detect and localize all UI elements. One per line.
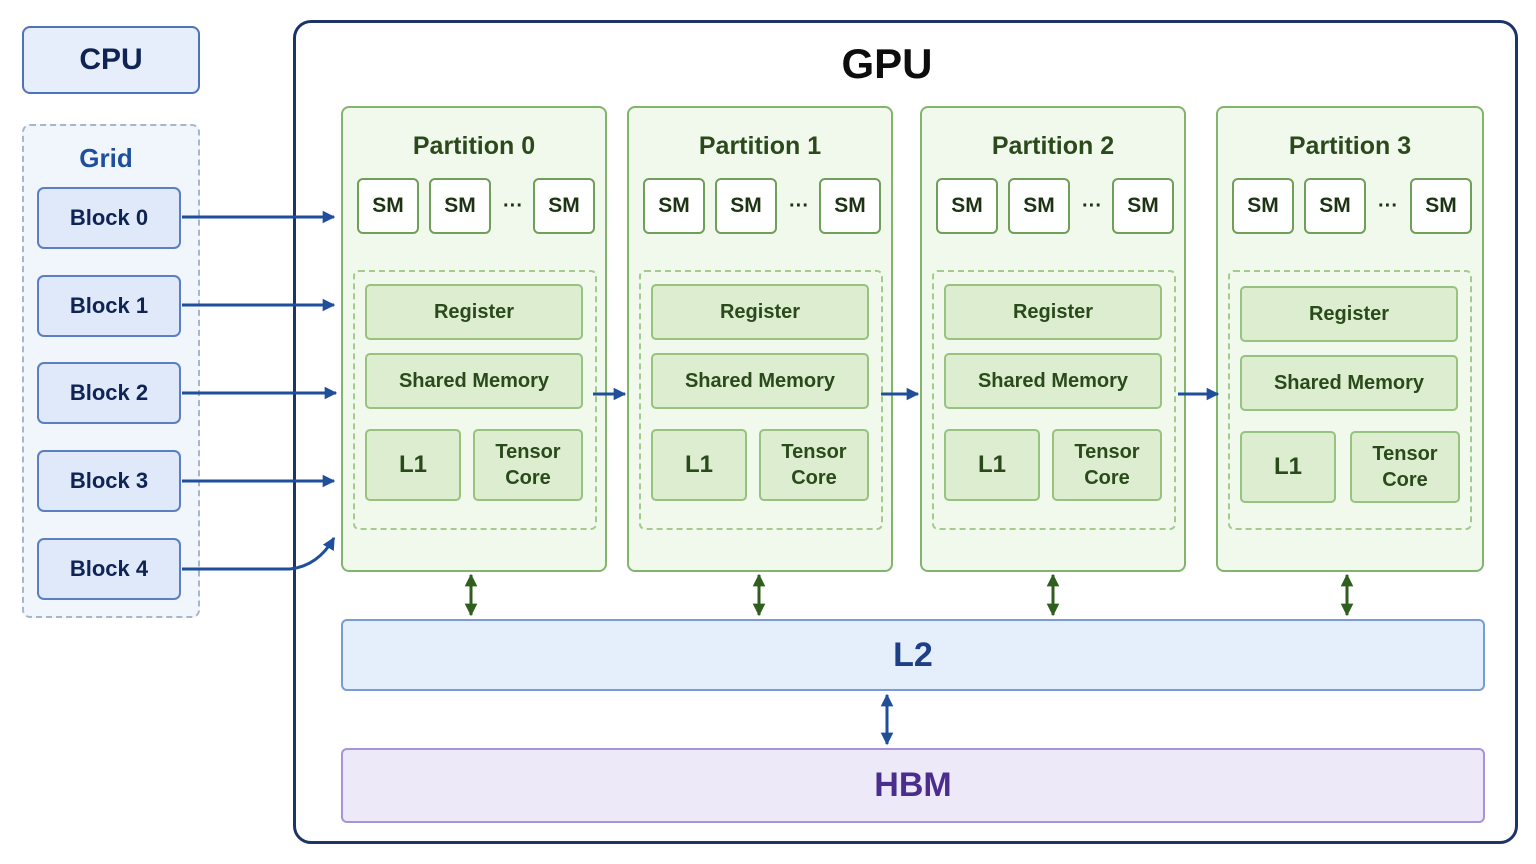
sm-unit: SM	[715, 178, 777, 234]
sm-ellipsis: ···	[1378, 194, 1398, 217]
shared-memory: Shared Memory	[944, 353, 1162, 409]
partition-title: Partition 2	[991, 131, 1115, 160]
sm-unit: SM	[643, 178, 705, 234]
sm-ellipsis: ···	[1082, 194, 1102, 217]
tensor-core-label-line2: Core	[1382, 469, 1428, 491]
hbm-label: HBM	[874, 766, 952, 804]
tensor-core-label-line1: Tensor	[495, 441, 561, 463]
memory-hierarchy-region	[1228, 270, 1472, 530]
l1-cache: L1	[365, 429, 461, 501]
sm-unit: SM	[1112, 178, 1174, 234]
partition-0: Partition 0 SM SM ··· SM Register Shared…	[341, 106, 607, 572]
sm-unit: SM	[1410, 178, 1472, 234]
sm-unit: SM	[429, 178, 491, 234]
tensor-core-label-line2: Core	[1084, 467, 1130, 489]
register-file: Register	[944, 284, 1162, 340]
block-3: Block 3	[37, 450, 181, 512]
tensor-core: Tensor Core	[1350, 431, 1460, 503]
partition-1: Partition 1 SM SM ··· SM Register Shared…	[627, 106, 893, 572]
register-file: Register	[365, 284, 583, 340]
memory-hierarchy-region	[639, 270, 883, 530]
l1-cache: L1	[1240, 431, 1336, 503]
tensor-core-label-line1: Tensor	[781, 441, 847, 463]
register-file: Register	[651, 284, 869, 340]
shared-memory: Shared Memory	[365, 353, 583, 409]
sm-unit: SM	[819, 178, 881, 234]
tensor-core: Tensor Core	[473, 429, 583, 501]
sm-unit: SM	[357, 178, 419, 234]
register-file: Register	[1240, 286, 1458, 342]
block-label: Block 4	[69, 556, 149, 581]
partition-title: Partition 3	[1288, 131, 1412, 160]
sm-unit: SM	[1008, 178, 1070, 234]
l2-cache: L2	[341, 619, 1485, 691]
l1-cache: L1	[944, 429, 1040, 501]
partition-2: Partition 2 SM SM ··· SM Register Shared…	[920, 106, 1186, 572]
sm-ellipsis: ···	[503, 194, 523, 217]
shared-memory: Shared Memory	[651, 353, 869, 409]
tensor-core: Tensor Core	[759, 429, 869, 501]
sm-unit: SM	[936, 178, 998, 234]
block-label: Block 2	[69, 380, 149, 405]
block-0: Block 0	[37, 187, 181, 249]
sm-ellipsis: ···	[789, 194, 809, 217]
gpu-title: GPU	[841, 40, 933, 87]
block-label: Block 3	[69, 468, 149, 493]
memory-hierarchy-region	[353, 270, 597, 530]
sm-unit: SM	[533, 178, 595, 234]
cpu-box: CPU	[22, 26, 200, 94]
partition-title: Partition 1	[698, 131, 822, 160]
shared-memory: Shared Memory	[1240, 355, 1458, 411]
block-2: Block 2	[37, 362, 181, 424]
tensor-core: Tensor Core	[1052, 429, 1162, 501]
tensor-core-label-line2: Core	[791, 467, 837, 489]
cpu-label: CPU	[79, 43, 143, 76]
sm-unit: SM	[1304, 178, 1366, 234]
block-label: Block 1	[69, 293, 149, 318]
memory-hierarchy-region	[932, 270, 1176, 530]
partition-3: Partition 3 SM SM ··· SM Register Shared…	[1216, 106, 1484, 572]
tensor-core-label-line2: Core	[505, 467, 551, 489]
tensor-core-label-line1: Tensor	[1372, 443, 1438, 465]
partition-title: Partition 0	[412, 131, 536, 160]
block-1: Block 1	[37, 275, 181, 337]
grid-label: Grid	[79, 142, 133, 173]
sm-unit: SM	[1232, 178, 1294, 234]
l1-cache: L1	[651, 429, 747, 501]
block-label: Block 0	[69, 205, 149, 230]
l2-label: L2	[893, 635, 933, 674]
tensor-core-label-line1: Tensor	[1074, 441, 1140, 463]
hbm-memory: HBM	[341, 748, 1485, 823]
block-4: Block 4	[37, 538, 181, 600]
